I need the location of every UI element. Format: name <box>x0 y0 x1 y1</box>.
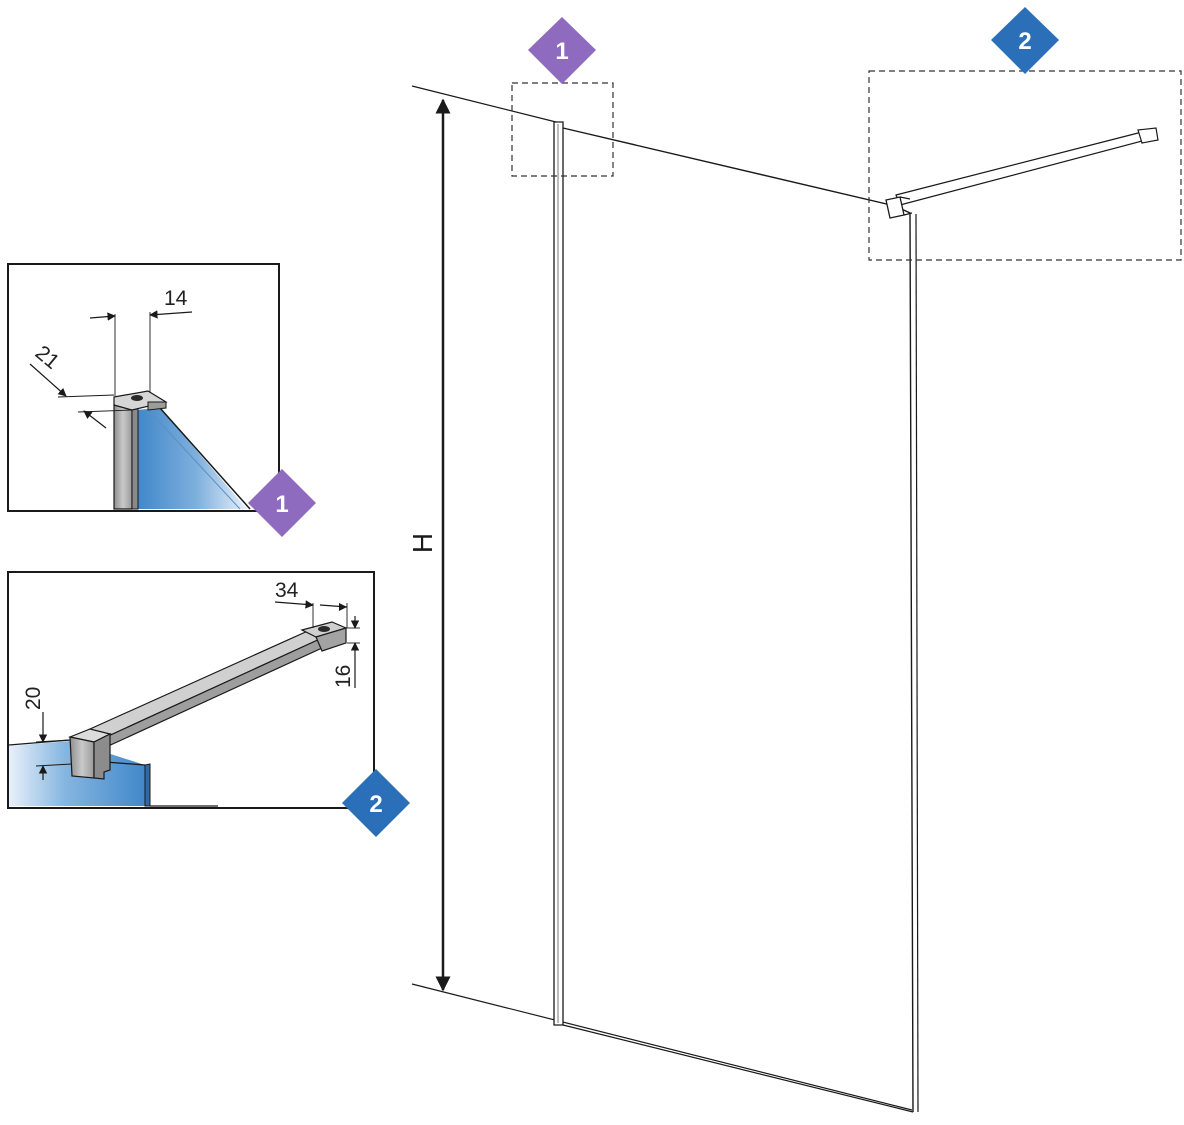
detail-2-dim-34-arrow-left <box>274 600 314 609</box>
svg-text:1: 1 <box>555 38 568 65</box>
detail-1-dim-14-label: 14 <box>164 287 188 310</box>
detail-1-glass-top-edge <box>159 407 251 510</box>
svg-text:1: 1 <box>275 491 288 518</box>
floor-reference-line <box>411 983 913 1111</box>
detail-2-glass-edge <box>144 763 151 807</box>
detail-1-clamp <box>147 401 167 411</box>
detail-1-panel: 14 21 1 <box>7 263 316 537</box>
detail-1-profile-front <box>113 404 133 510</box>
detail-1-dim-21-arrow-bottom <box>83 410 107 429</box>
detail-2-dim-34-arrowhead <box>339 603 347 611</box>
detail-2-dim-20-label: 20 <box>22 687 45 710</box>
badge-1-main: 1 <box>528 17 596 84</box>
detail-2-clamp-side <box>93 733 111 780</box>
badge-2-main: 2 <box>991 7 1059 74</box>
badge-1-detail: 1 <box>248 469 316 537</box>
badge-2-detail: 2 <box>342 769 410 837</box>
glass-panel-bottom <box>562 1024 914 1113</box>
detail-1-dim-21-ext-top <box>57 394 115 398</box>
detail-1-profile-hole <box>131 395 143 401</box>
svg-text:2: 2 <box>1018 28 1031 55</box>
stabilizer-glass-clamp <box>885 196 905 219</box>
detail-1-dim-14-arrow-left <box>89 312 116 321</box>
svg-text:2: 2 <box>369 791 382 818</box>
detail-2-dim-34-label: 34 <box>275 579 299 602</box>
stabilizer-wall-mount <box>1137 127 1159 144</box>
detail-2-clamp-front <box>69 736 95 779</box>
main-view: H 1 2 <box>407 7 1182 1113</box>
detail-2-wall-mount-front <box>315 627 347 652</box>
detail-2-panel: 34 16 20 2 <box>7 571 410 837</box>
detail-2-wall-mount-hole <box>318 626 330 632</box>
height-label: H <box>407 533 438 553</box>
stabilizer-clamp-edge <box>899 196 911 200</box>
detail-2-dim-16-label: 16 <box>332 665 355 688</box>
wall-profile <box>553 121 564 1026</box>
detail-1-dim-21-arrow-top <box>29 363 67 397</box>
glass-panel-right-edge <box>915 213 919 1113</box>
detail-1-glass-inner <box>151 413 241 510</box>
detail-1-glass <box>136 408 247 509</box>
detail-2-glass-top-right <box>104 761 146 766</box>
glass-panel-outline <box>562 127 914 1113</box>
stabilizer-bar <box>895 131 1147 206</box>
detail-1-profile-side <box>131 405 139 510</box>
stabilizer-clamp-edge-2 <box>903 212 913 216</box>
ceiling-reference-line <box>411 85 557 123</box>
detail-1-dim-14-arrow-right <box>149 310 193 319</box>
